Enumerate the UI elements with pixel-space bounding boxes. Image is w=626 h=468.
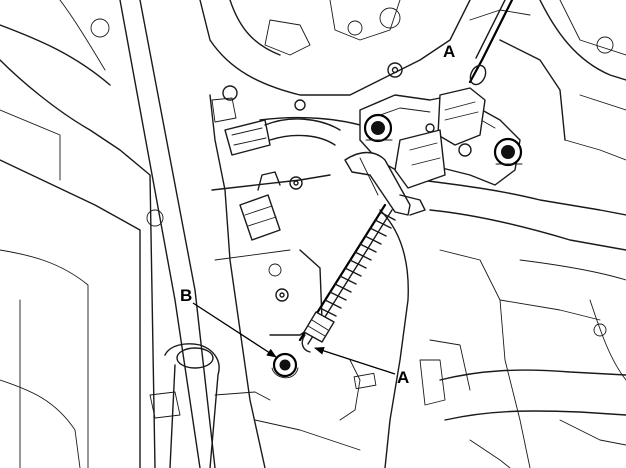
callout-a-bottom: A [314,346,409,387]
callout-a-bottom-label: A [397,368,409,387]
shift-cable-icon [468,0,514,86]
selector-lever [344,151,426,216]
bolt-b [271,352,299,379]
callout-a-bottom-leader [314,346,396,375]
harness-connector [211,85,341,156]
vehicle-body-frame [0,0,216,468]
cable-bracket [359,87,523,189]
hex-bolt-icon [275,62,403,302]
connector-clip [239,171,281,241]
callout-b-leader [192,302,277,358]
callout-b-label: B [180,286,192,305]
callout-b: B [180,286,277,358]
transaxle-housing [199,0,626,161]
lower-housing [209,94,626,468]
callout-a-top-label: A [443,42,455,61]
callout-a-top: A [443,42,455,61]
shift-cable-boot [298,203,396,353]
lower-bracket [149,343,361,468]
